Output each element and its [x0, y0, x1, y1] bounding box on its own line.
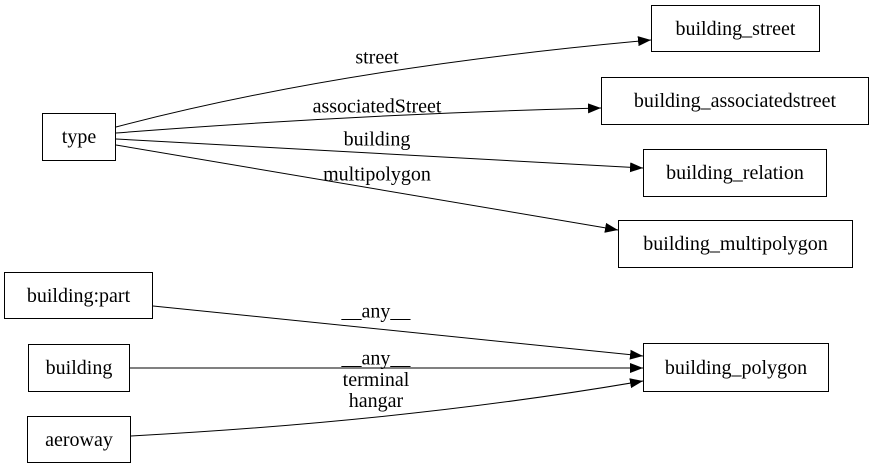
- node-aeroway: aeroway: [27, 416, 131, 463]
- edge-buildingpart-to-building-polygon: [152, 305, 644, 360]
- node-building: building: [28, 344, 130, 392]
- edge-label-building: building: [343, 128, 411, 151]
- node-building-part: building:part: [4, 272, 153, 319]
- node-building-street: building_street: [651, 5, 820, 52]
- edge-label-any-buildingpart: __any__: [341, 300, 411, 323]
- edge-label-any-building: __any__: [341, 347, 411, 370]
- edge-label-terminal-hangar: terminal hangar: [342, 369, 410, 412]
- edge-type-to-building-street: [115, 36, 652, 128]
- edge-type-to-building-multipolygon: [115, 144, 619, 233]
- node-type: type: [42, 113, 116, 161]
- edge-aeroway-to-building-polygon: [130, 378, 644, 437]
- node-building-multipolygon: building_multipolygon: [618, 220, 853, 268]
- node-building-relation: building_relation: [643, 149, 827, 197]
- edge-label-associatedstreet: associatedStreet: [312, 95, 442, 118]
- edge-label-multipolygon: multipolygon: [323, 163, 431, 186]
- node-building-associatedstreet: building_associatedstreet: [601, 77, 869, 125]
- node-building-polygon: building_polygon: [643, 343, 829, 392]
- edge-type-to-building-relation: [115, 138, 644, 173]
- edge-type-to-building-associatedstreet: [115, 103, 602, 134]
- edge-label-street: street: [355, 46, 399, 69]
